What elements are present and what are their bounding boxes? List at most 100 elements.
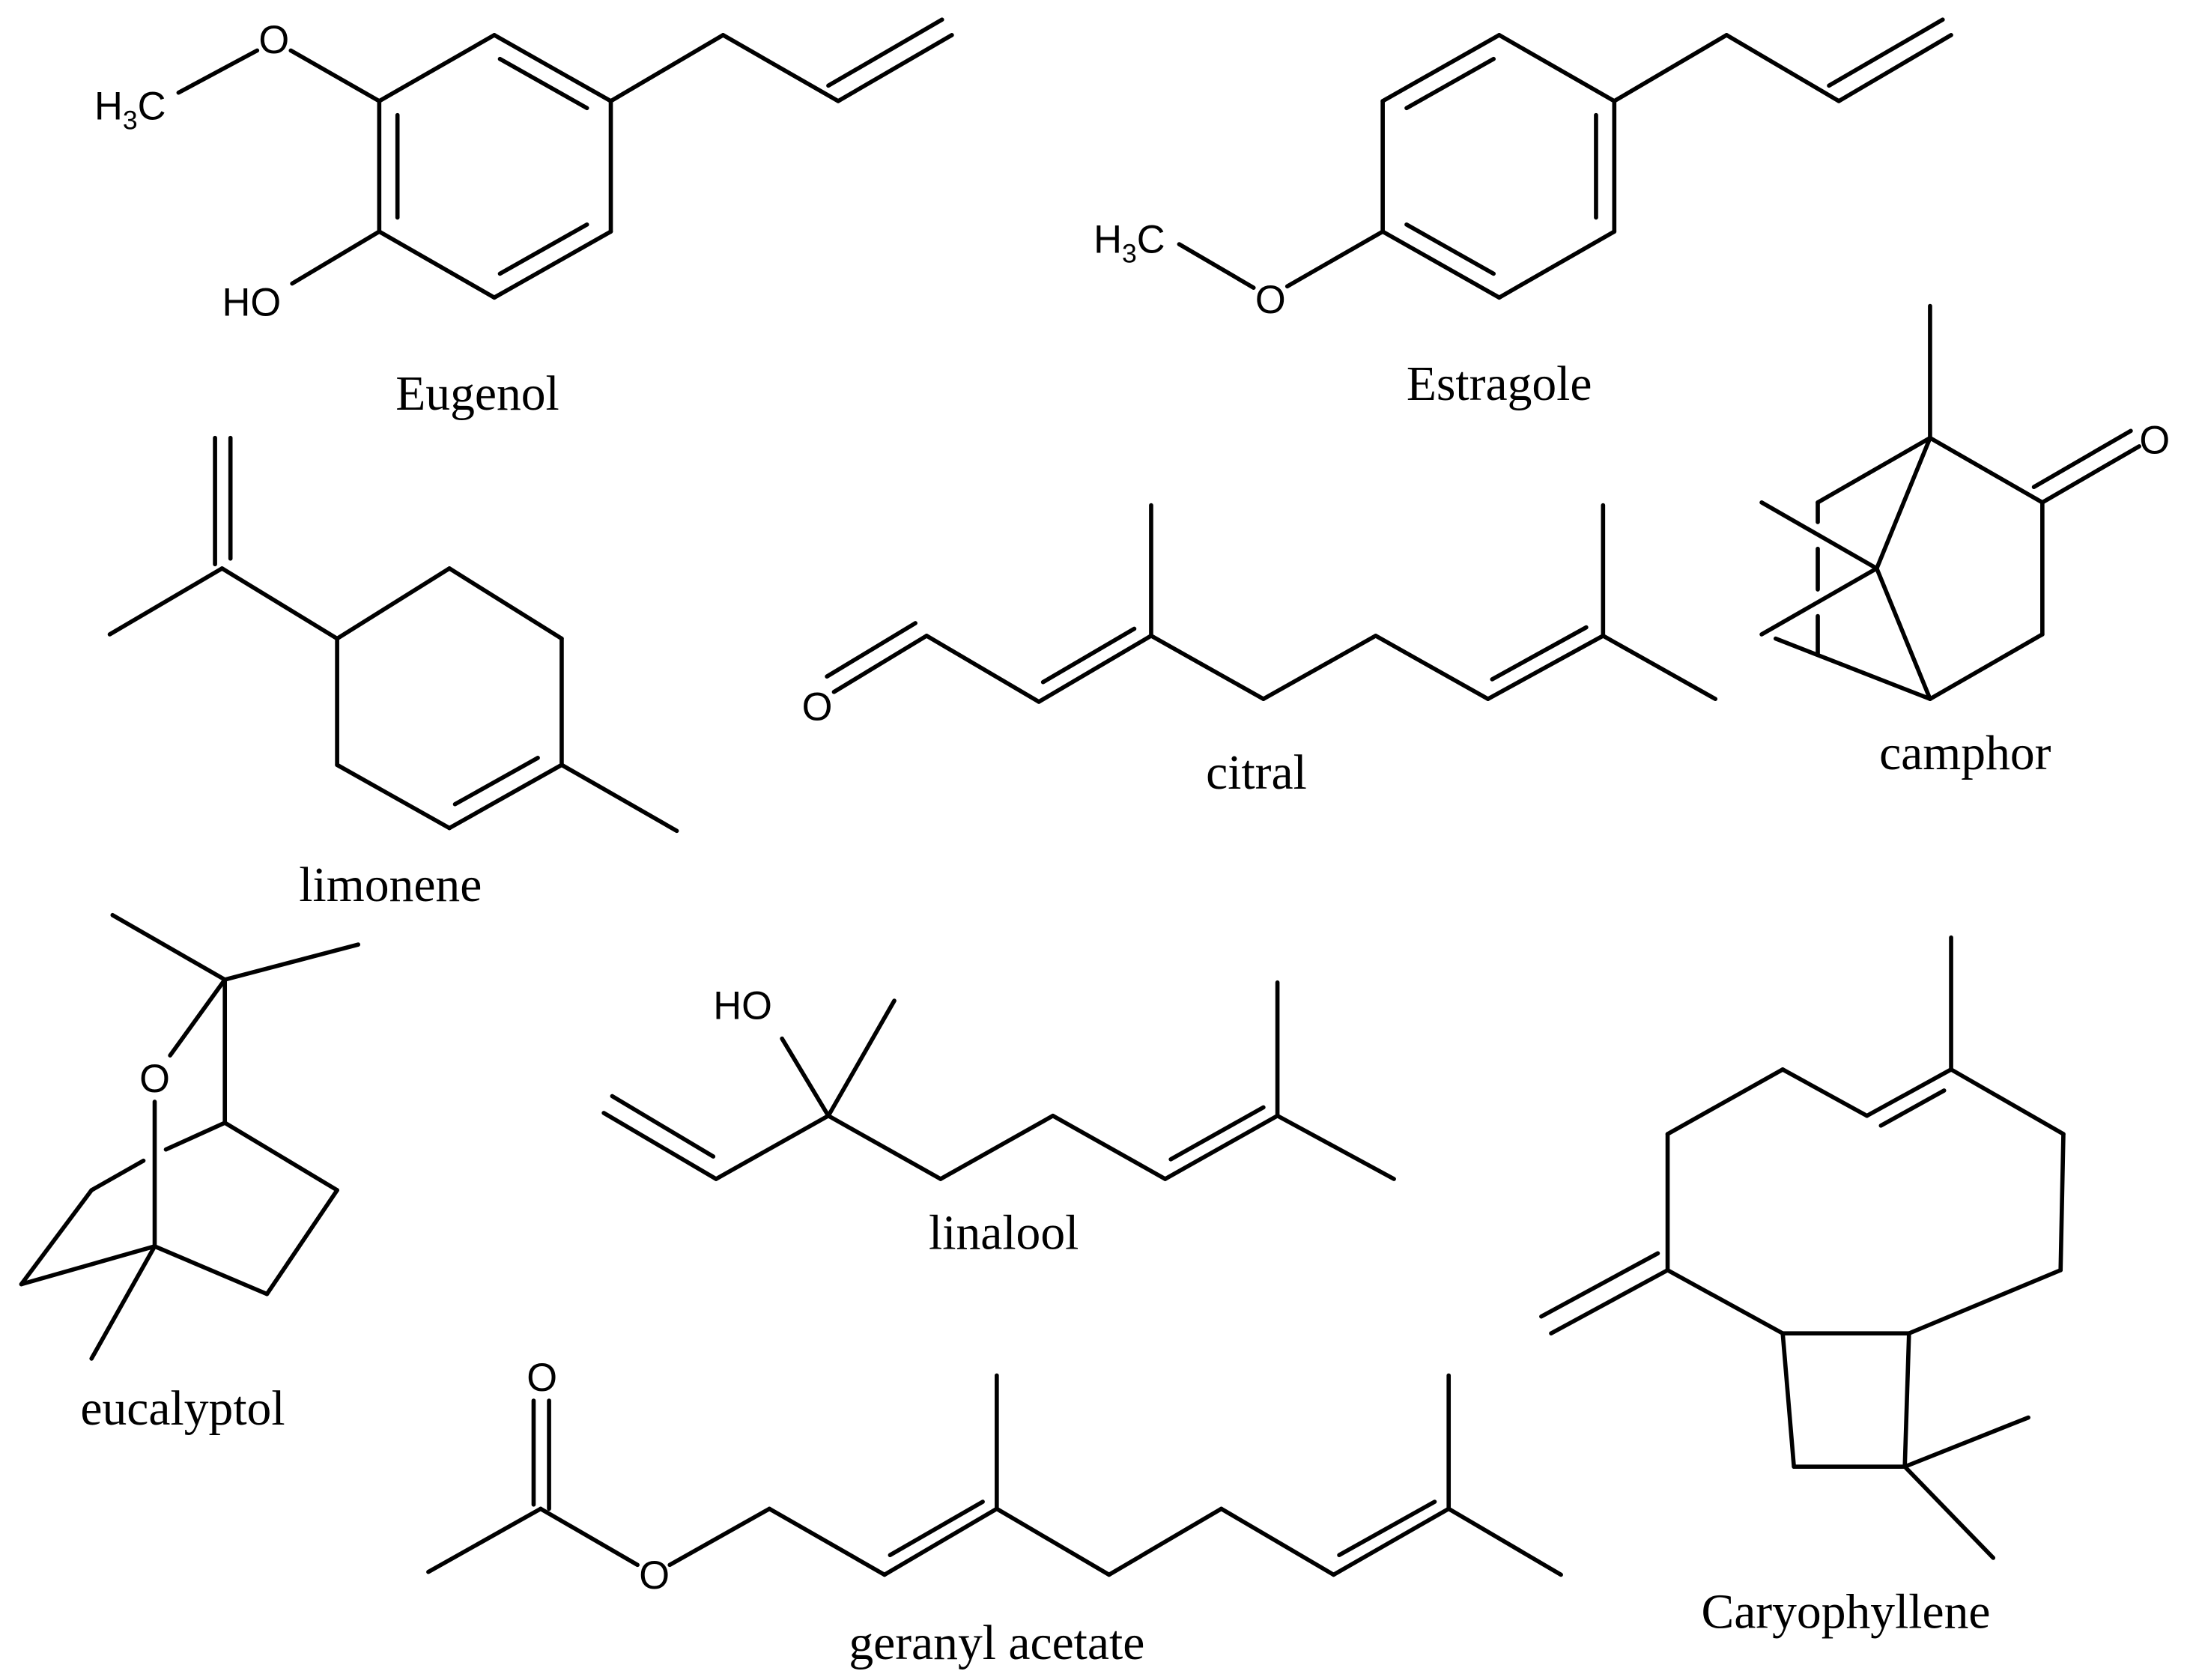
- linalool-bond: [610, 1094, 716, 1159]
- estragole-name: Estragole: [1407, 357, 1592, 411]
- eucalyptol-name: eucalyptol: [80, 1382, 285, 1436]
- citral-bond: [1040, 626, 1137, 685]
- citral-bond: [1037, 634, 1153, 704]
- linalool-bond: [714, 1113, 831, 1181]
- citral-name: citral: [1206, 746, 1307, 800]
- geranyl-acetate-bond: [1106, 1506, 1224, 1577]
- eugenol-hydroxyl-label: HO: [222, 282, 281, 325]
- eucalyptol-bond: [222, 1120, 339, 1192]
- geranyl-acetate-bond: [1331, 1506, 1452, 1577]
- eucalyptol-structure: [19, 912, 361, 1361]
- eucalyptol-bond: [152, 1244, 270, 1297]
- eugenol-bond: [288, 48, 382, 103]
- camphor-structure: [1759, 303, 2141, 701]
- eugenol-bond: [826, 17, 944, 88]
- caryophyllene-bond: [1949, 1067, 2066, 1136]
- estragole-bond: [1496, 229, 1617, 300]
- eugenol-bond: [176, 48, 260, 95]
- estragole-bond: [1177, 242, 1256, 290]
- caryophyllene-name: Caryophyllene: [1701, 1586, 1990, 1640]
- eugenol-bond: [377, 229, 497, 300]
- estragole-bond: [1380, 33, 1502, 103]
- geranyl-acetate: O O geranyl acetate: [426, 1356, 1563, 1670]
- caryophyllene-bond: [1665, 1268, 1785, 1335]
- geranyl-acetate-bond: [1337, 1499, 1437, 1558]
- eugenol-bond: [290, 229, 382, 286]
- linalool-bond: [826, 998, 897, 1118]
- camphor-name: camphor: [1879, 727, 2051, 780]
- caryophyllene-bond: [1665, 1067, 1785, 1136]
- estragole-bond: [1836, 33, 1953, 103]
- estragole-methyl-label: H3C: [1094, 218, 1165, 268]
- methyl-subscript: 3: [1122, 238, 1137, 268]
- camphor-carbonyl-oxygen: O: [2139, 419, 2170, 462]
- camphor-bond: [1874, 566, 1932, 701]
- eucalyptol-bond: [89, 1244, 157, 1361]
- limonene: limonene: [107, 435, 679, 912]
- limonene-bond: [452, 756, 540, 807]
- limonene-bond: [107, 566, 225, 637]
- citral-bond: [1601, 634, 1718, 701]
- linalool-bond: [601, 1111, 718, 1181]
- geranyl-acetate-bond: [539, 1506, 640, 1568]
- methyl-h: H: [1094, 218, 1122, 261]
- estragole-bond: [1724, 33, 1841, 103]
- eucalyptol-bond: [89, 1158, 146, 1192]
- estragole: O H3C Estragole: [1094, 17, 1953, 411]
- estragole-bond: [1404, 222, 1496, 276]
- eucalyptol-bond: [222, 942, 361, 982]
- citral-bond: [1373, 634, 1490, 701]
- methyl-h: H: [94, 85, 123, 128]
- caryophyllene-bond: [2058, 1132, 2066, 1273]
- eucalyptol-bond: [163, 1120, 228, 1152]
- limonene-bond: [559, 762, 679, 834]
- caryophyllene-bond: [1539, 1251, 1660, 1319]
- camphor-bond: [2031, 428, 2133, 490]
- geranyl-acetate-carbonyl-oxygen: O: [527, 1356, 557, 1400]
- limonene-name: limonene: [299, 858, 482, 912]
- linalool-bond: [780, 1036, 831, 1118]
- geranyl-acetate-bond: [995, 1506, 1111, 1577]
- eucalyptol-bond: [168, 977, 228, 1058]
- caryophyllene: Caryophyllene: [1539, 935, 2066, 1640]
- estragole-bond: [1380, 229, 1502, 300]
- eugenol-bond: [377, 33, 497, 103]
- citral-bond: [1261, 634, 1378, 701]
- limonene-bond: [219, 566, 339, 641]
- estragole-bond: [1404, 56, 1496, 111]
- caryophyllene-bond: [1549, 1268, 1670, 1335]
- estragole-bond: [1827, 17, 1945, 88]
- eucalyptol-bond: [264, 1188, 339, 1297]
- linalool-hydroxyl-label: HO: [713, 984, 772, 1028]
- citral: O citral: [802, 503, 1718, 800]
- eugenol-name: Eugenol: [395, 367, 559, 421]
- geranyl-acetate-bond: [1219, 1506, 1336, 1577]
- camphor-bond: [1774, 636, 1932, 701]
- citral-bond: [825, 621, 917, 679]
- eugenol: O H3C HO Eugenol: [94, 17, 954, 421]
- eucalyptol-ether-oxygen: O: [139, 1058, 170, 1101]
- estragole-methoxy-oxygen: O: [1255, 279, 1286, 322]
- caryophyllene-bond: [1878, 1088, 1947, 1128]
- eucalyptol: O eucalyptol: [19, 912, 361, 1436]
- limonene-bond: [447, 566, 564, 641]
- eugenol-structure: [176, 17, 954, 300]
- geranyl-acetate-bond: [426, 1506, 543, 1574]
- eucalyptol-bond: [19, 1188, 94, 1287]
- caryophyllene-bond: [1864, 1067, 1953, 1118]
- eugenol-bond: [497, 222, 589, 276]
- linalool-name: linalool: [929, 1207, 1079, 1261]
- citral-carbonyl-oxygen: O: [802, 685, 833, 729]
- eugenol-bond: [721, 33, 840, 103]
- linalool-bond: [1162, 1113, 1280, 1181]
- estragole-bond: [1284, 229, 1385, 289]
- caryophyllene-bond: [1907, 1268, 2063, 1335]
- linalool-bond: [938, 1113, 1055, 1181]
- eugenol-bond: [492, 33, 613, 103]
- methyl-subscript: 3: [123, 105, 138, 135]
- linalool-bond: [1050, 1113, 1168, 1181]
- limonene-bond: [447, 762, 564, 831]
- caryophyllene-bond: [1780, 1331, 1796, 1469]
- geranyl-acetate-ester-oxygen: O: [639, 1554, 670, 1598]
